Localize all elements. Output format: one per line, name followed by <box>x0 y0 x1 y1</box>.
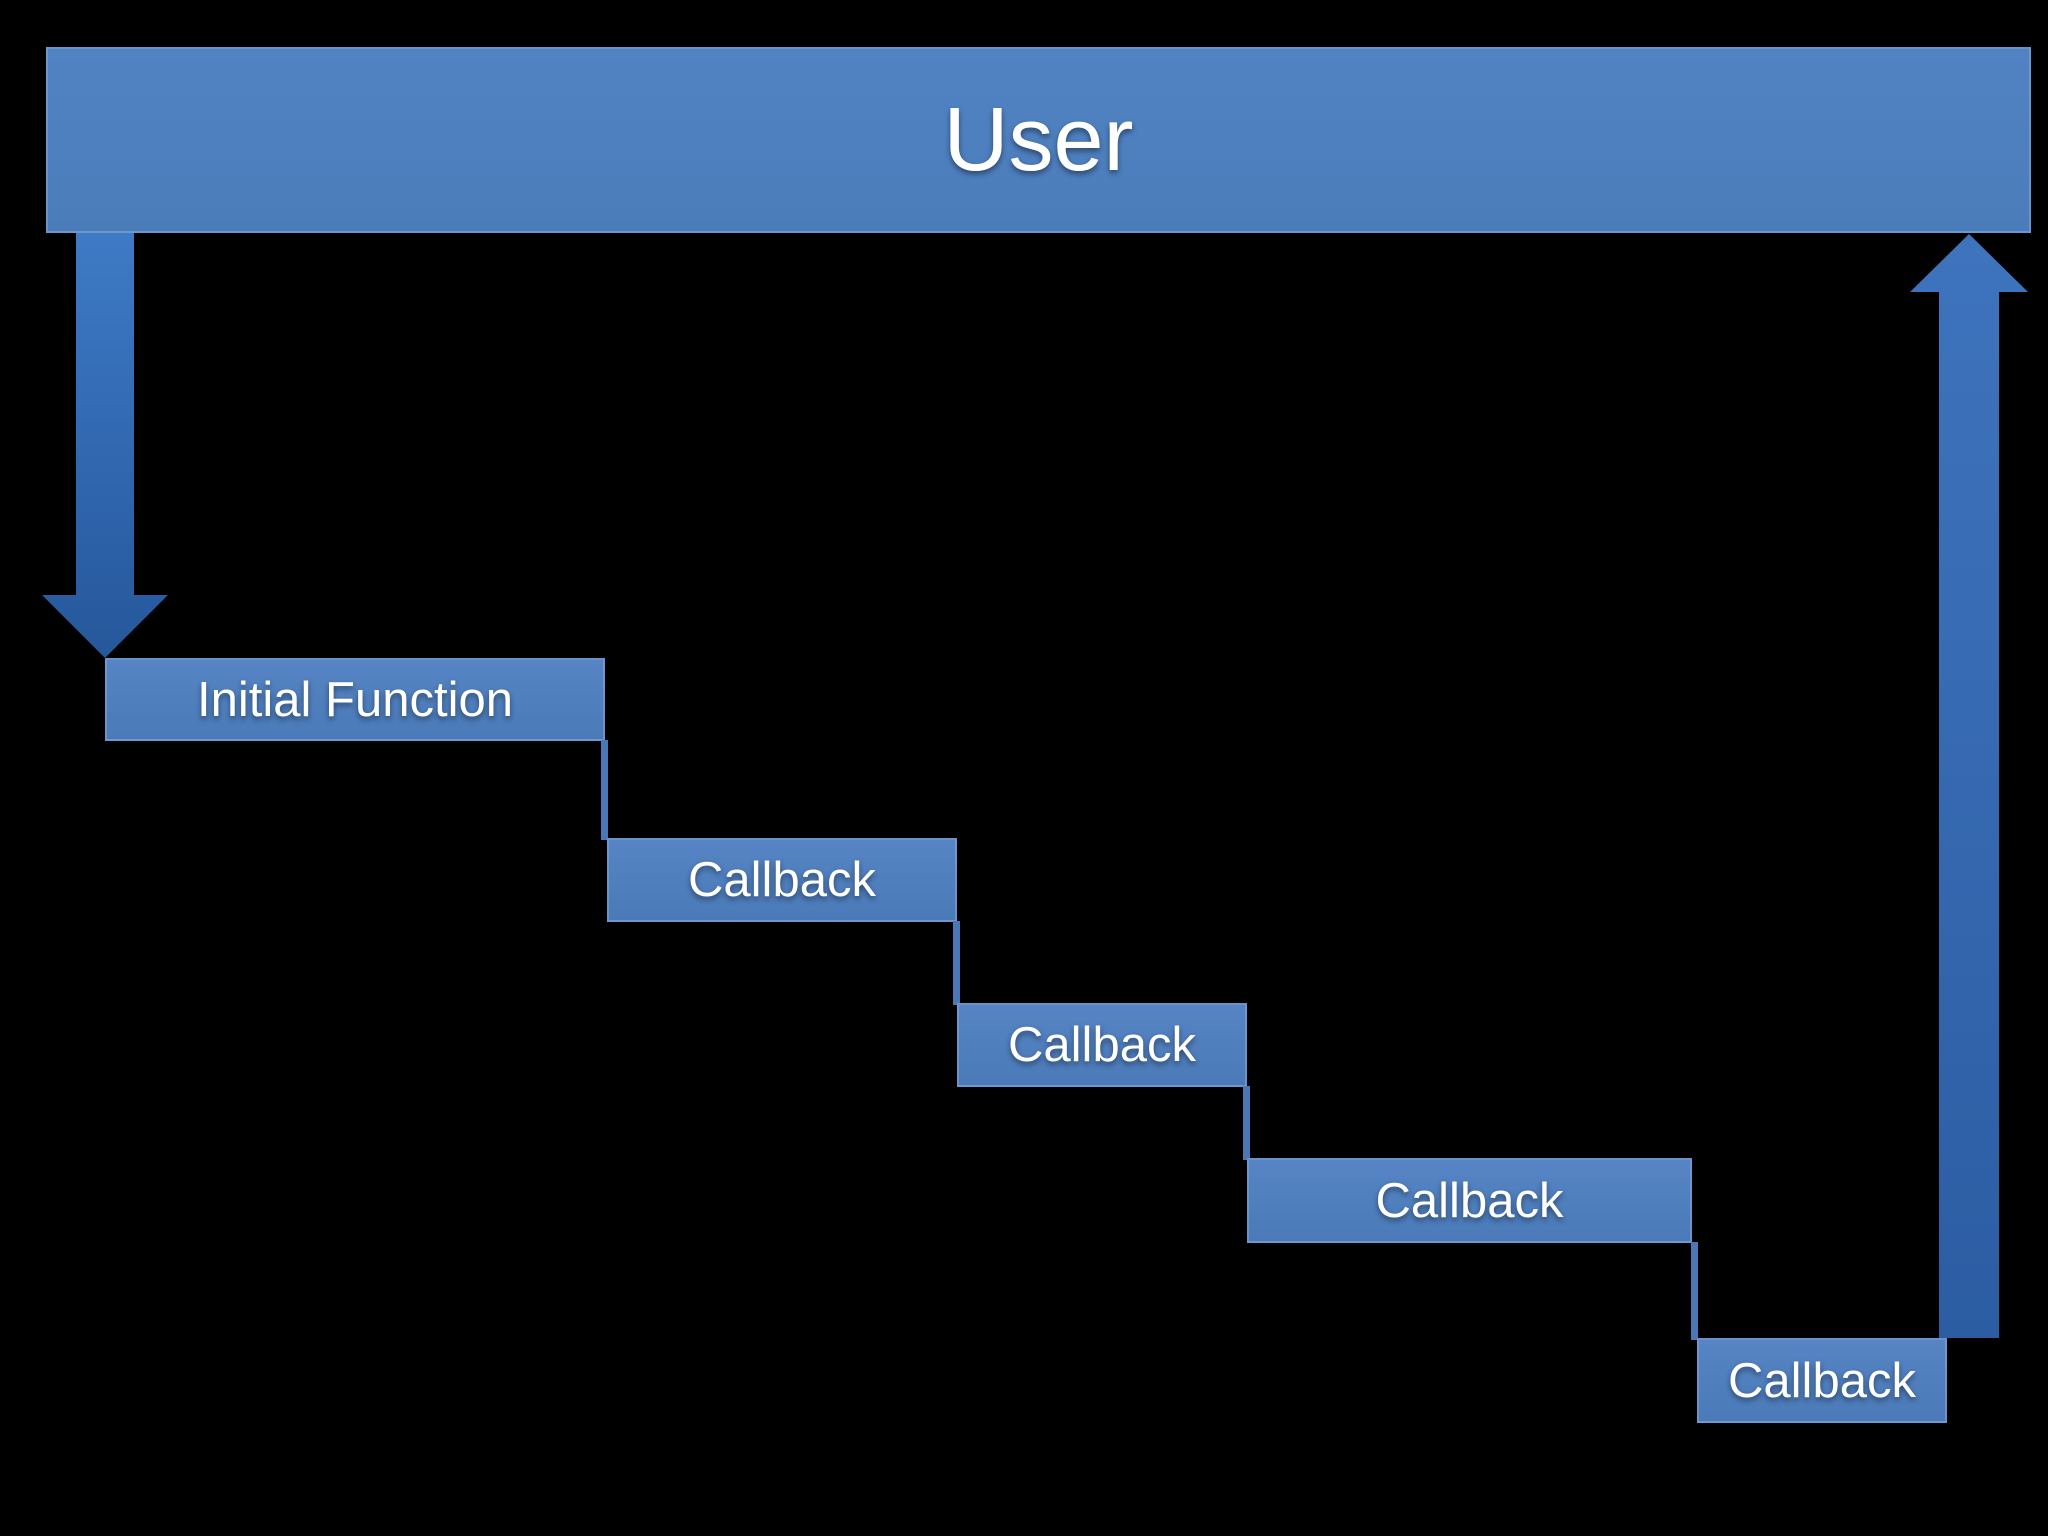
up-arrow-icon <box>1910 234 2028 1338</box>
initial-function-box: Initial Function <box>105 658 605 741</box>
connector-callback3-to-callback4 <box>1691 1242 1698 1340</box>
callback-box-2: Callback <box>957 1003 1247 1087</box>
connector-initial-to-callback1 <box>601 740 608 840</box>
user-box-label: User <box>943 89 1134 190</box>
user-box: User <box>46 47 2031 233</box>
callback-box-1: Callback <box>607 838 957 922</box>
connector-callback1-to-callback2 <box>953 921 960 1005</box>
callback-label-2: Callback <box>1008 1018 1196 1072</box>
callback-label-3: Callback <box>1375 1173 1564 1228</box>
initial-function-label: Initial Function <box>197 672 513 727</box>
callback-box-4: Callback <box>1697 1338 1947 1423</box>
callback-label-1: Callback <box>688 853 876 907</box>
down-arrow-icon <box>42 233 168 658</box>
callback-box-3: Callback <box>1247 1158 1692 1243</box>
connector-callback2-to-callback3 <box>1243 1086 1250 1160</box>
callback-label-4: Callback <box>1728 1353 1916 1408</box>
